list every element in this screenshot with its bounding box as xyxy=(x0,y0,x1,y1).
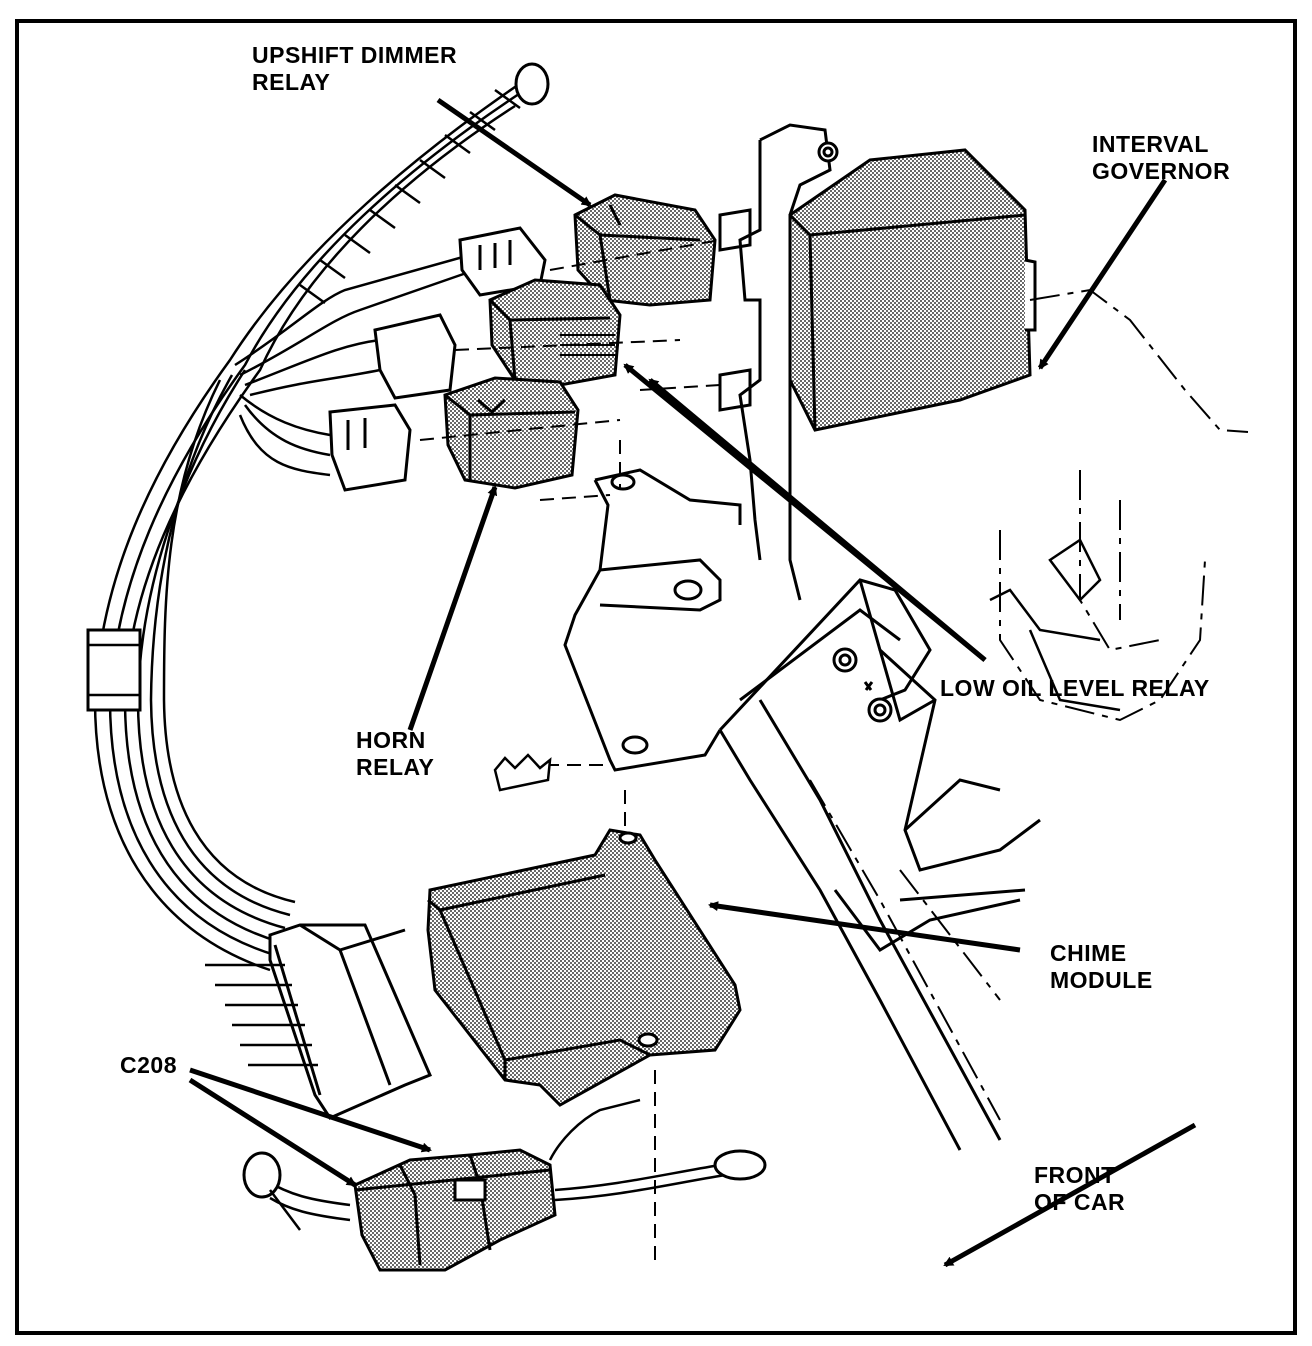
relay-pigtails xyxy=(234,253,476,477)
wiring-harness xyxy=(86,62,550,972)
horn-relay-arrow xyxy=(407,485,498,731)
alignment-lines xyxy=(419,239,721,1260)
c208-arrow-lower xyxy=(188,1077,357,1188)
low-oil-level-relay xyxy=(488,278,622,387)
harness-block-wires xyxy=(205,963,318,1067)
front-of-car-arrow xyxy=(943,1122,1197,1268)
upshift-dimmer-relay xyxy=(573,193,717,307)
horn-relay-label-line2: RELAY xyxy=(356,754,435,780)
upshift-dimmer-arrow xyxy=(436,97,592,208)
leader-arrows xyxy=(188,97,1197,1268)
chime-module-label-line1: CHIME xyxy=(1050,940,1127,966)
interval-governor-arrow xyxy=(1037,178,1168,370)
horn-relay-label-line1: HORN xyxy=(356,727,426,753)
panel-structure xyxy=(718,579,1041,1151)
chime-module-arrow xyxy=(708,901,1021,953)
figure-border xyxy=(15,19,1297,1335)
panel-solid-edge xyxy=(989,538,1121,712)
front-of-car-label-line1: FRONT xyxy=(1034,1162,1116,1188)
c208-label-text: C208 xyxy=(120,1052,177,1078)
low-oil-connector xyxy=(373,313,457,400)
panel-phantom-lines xyxy=(809,288,1249,1121)
chime-module xyxy=(426,828,742,1107)
c208-wires xyxy=(242,1098,767,1231)
chime-module-label: CHIME MODULE xyxy=(1050,940,1153,994)
front-of-car-label-line2: OF CAR xyxy=(1034,1189,1126,1215)
horn-relay xyxy=(443,376,580,490)
front-of-car-label: FRONT OF CAR xyxy=(1034,1162,1125,1216)
interval-governor-label-line2: GOVERNOR xyxy=(1092,158,1231,184)
chime-module-label-line2: MODULE xyxy=(1050,967,1153,993)
upshift-dimmer-relay-label-line2: RELAY xyxy=(252,69,331,95)
c208-label: C208 xyxy=(120,1052,177,1079)
interval-governor-label: INTERVAL GOVERNOR xyxy=(1092,131,1230,185)
interval-governor-label-line1: INTERVAL xyxy=(1092,131,1209,157)
governor-bracket xyxy=(718,123,839,601)
upshift-dimmer-relay-label-line1: UPSHIFT DIMMER xyxy=(252,42,458,68)
retaining-clip xyxy=(493,753,552,792)
upshift-dimmer-relay-label: UPSHIFT DIMMER RELAY xyxy=(252,42,457,96)
mounting-bracket xyxy=(563,468,932,772)
interval-governor xyxy=(788,148,1037,432)
low-oil-arrow-lower xyxy=(648,378,987,662)
low-oil-level-relay-label-text: LOW OIL LEVEL RELAY xyxy=(940,675,1210,701)
low-oil-level-relay-label: LOW OIL LEVEL RELAY xyxy=(940,675,1210,702)
c208-connector xyxy=(353,1148,557,1272)
horn-connector xyxy=(328,403,412,492)
harness-block-connector xyxy=(268,923,432,1120)
horn-relay-label: HORN RELAY xyxy=(356,727,434,781)
c208-arrow-upper xyxy=(189,1067,432,1153)
